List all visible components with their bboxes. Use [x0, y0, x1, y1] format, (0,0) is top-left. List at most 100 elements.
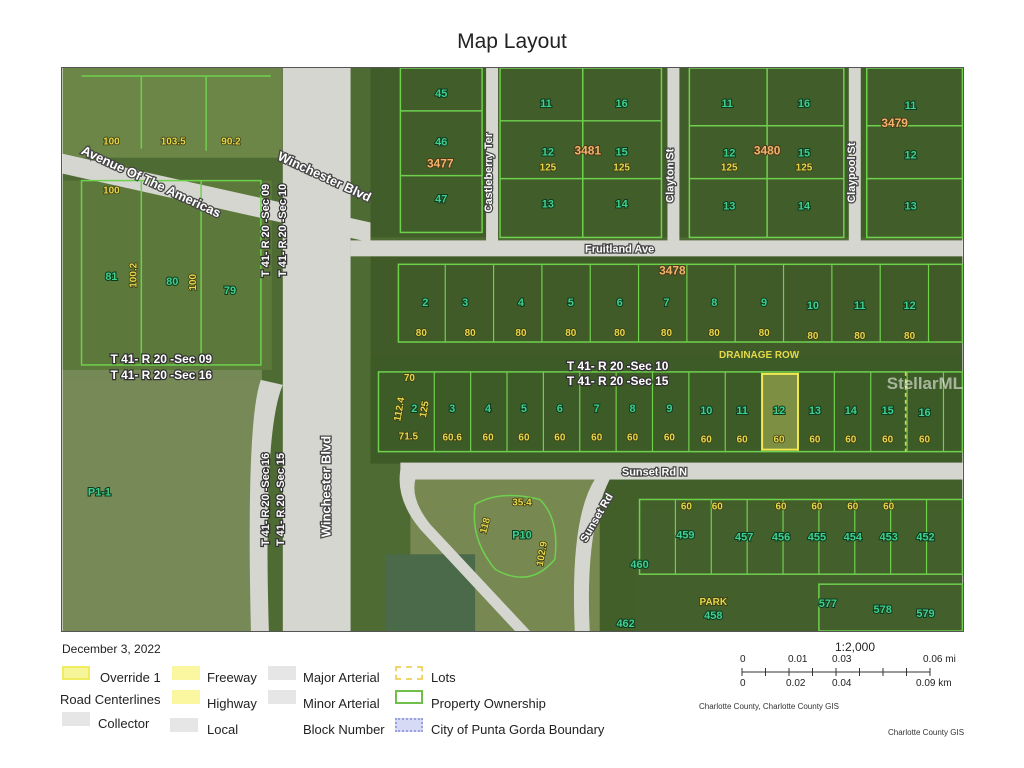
lot-number: 80	[166, 276, 178, 288]
lot-number: 14	[798, 200, 811, 212]
legend-label: Collector	[98, 716, 150, 731]
lot-number: 11	[905, 100, 917, 112]
section-label: T 41- R 20 -Sec 09	[260, 184, 272, 277]
street-label: Sunset Rd N	[622, 467, 687, 479]
lot-number: 15	[616, 147, 628, 159]
legend-label: Major Arterial	[303, 670, 380, 685]
dimension-label: 102.9	[535, 540, 550, 567]
dimension-label: 80	[465, 328, 477, 339]
mi-tick-label: 0	[740, 654, 746, 665]
lot-number: 4	[485, 403, 492, 415]
lot-number: 11	[721, 98, 733, 110]
legend-swatch	[268, 666, 296, 680]
lot-number: 12	[904, 150, 916, 162]
dimension-label: 80	[904, 331, 916, 342]
lot-number: 14	[845, 405, 858, 417]
legend-label: Road Centerlines	[60, 692, 161, 707]
dimension-label: 100	[103, 186, 120, 197]
dimension-label: 125	[418, 400, 432, 419]
lot-number: P10	[512, 529, 532, 541]
section-label: T 41- R 20 -Sec 10	[277, 184, 289, 277]
dimension-label: 80	[759, 328, 771, 339]
override-highlight-lot-12	[761, 372, 799, 451]
drainage-row-label: DRAINAGE ROW	[719, 350, 800, 361]
lot-number: 15	[798, 148, 810, 160]
dimension-label: 60	[737, 435, 749, 446]
lot-number: 12	[723, 148, 735, 160]
lot-number: 6	[617, 297, 623, 309]
dimension-label: 60.6	[443, 433, 463, 444]
lot-number: 3	[449, 403, 455, 415]
lot-number: 7	[663, 297, 669, 309]
lot-number: 79	[224, 285, 236, 297]
lot-number: 47	[435, 194, 447, 206]
legend-swatch	[395, 690, 423, 704]
lot-number: 45	[435, 88, 447, 100]
legend-swatch	[172, 666, 200, 680]
lot-number: 452	[916, 531, 934, 543]
scale-ruler	[741, 668, 931, 676]
section-label: T 41- R 20 -Sec 16	[110, 368, 212, 382]
dimension-label: 80	[854, 331, 866, 342]
mi-tick-label: 0.06 mi	[923, 654, 956, 665]
lot-number: 13	[542, 199, 554, 211]
lot-number: 10	[807, 300, 819, 312]
dimension-label: 60	[627, 433, 639, 444]
lot-number: 8	[711, 297, 717, 309]
lot-number: 455	[808, 531, 826, 543]
lot-number: 4	[518, 297, 525, 309]
print-date: December 3, 2022	[62, 642, 161, 656]
block-number: 3478	[659, 263, 686, 277]
legend-label: Highway	[207, 696, 257, 711]
dimension-label: 125	[721, 163, 738, 174]
lot-number: 9	[761, 297, 767, 309]
lot-number: 11	[540, 98, 552, 110]
street-label: Castleberry Ter	[483, 132, 495, 212]
dimension-label: 60	[701, 435, 713, 446]
dimension-label: 60	[774, 435, 786, 446]
legend-label: Minor Arterial	[303, 696, 380, 711]
lot-number: 81	[105, 271, 117, 283]
lot-number: 577	[819, 598, 837, 610]
dimension-label: 60	[712, 501, 724, 512]
map-title: Map Layout	[457, 30, 567, 53]
lot-number: 16	[918, 407, 930, 419]
block-number: 3481	[574, 144, 601, 158]
dimension-label: 125	[796, 163, 813, 174]
lot-number: 13	[809, 405, 821, 417]
legend-label: Property Ownership	[431, 696, 546, 711]
dimension-label: 60	[845, 435, 857, 446]
dimension-label: 60	[681, 501, 693, 512]
block-number: 3477	[427, 157, 454, 171]
legend-label: Lots	[431, 670, 456, 685]
km-tick-label: 0.09 km	[916, 678, 952, 689]
lot-number: 459	[676, 529, 694, 541]
lot-number: 12	[773, 405, 785, 417]
km-tick-label: 0.02	[786, 678, 806, 689]
mi-tick-label: 0.01	[788, 654, 808, 665]
lot-number: 453	[880, 531, 898, 543]
legend-swatch	[62, 712, 90, 726]
lot-number: 15	[882, 405, 894, 417]
legend-swatch	[172, 690, 200, 704]
roads	[62, 68, 963, 631]
lot-number: 2	[411, 403, 417, 415]
dimension-label: 80	[709, 328, 721, 339]
block-number: 3479	[881, 116, 908, 130]
lot-number: 13	[904, 200, 916, 212]
street-label: Clayton St	[664, 148, 676, 203]
lot-number: 456	[772, 531, 790, 543]
dimension-label: 60	[776, 501, 788, 512]
lot-number: P1-1	[88, 486, 111, 498]
lot-number: 5	[521, 403, 527, 415]
dimension-label: 100	[188, 273, 199, 290]
lot-number: 12	[903, 300, 915, 312]
property-lines	[80, 68, 963, 631]
map-credit: Charlotte County, Charlotte County GIS	[699, 702, 839, 711]
dimension-label: 125	[540, 163, 557, 174]
lot-number: 454	[844, 531, 863, 543]
legend-swatch	[395, 718, 423, 732]
dimension-label: 60	[483, 433, 495, 444]
dimension-label: 118	[478, 516, 493, 535]
